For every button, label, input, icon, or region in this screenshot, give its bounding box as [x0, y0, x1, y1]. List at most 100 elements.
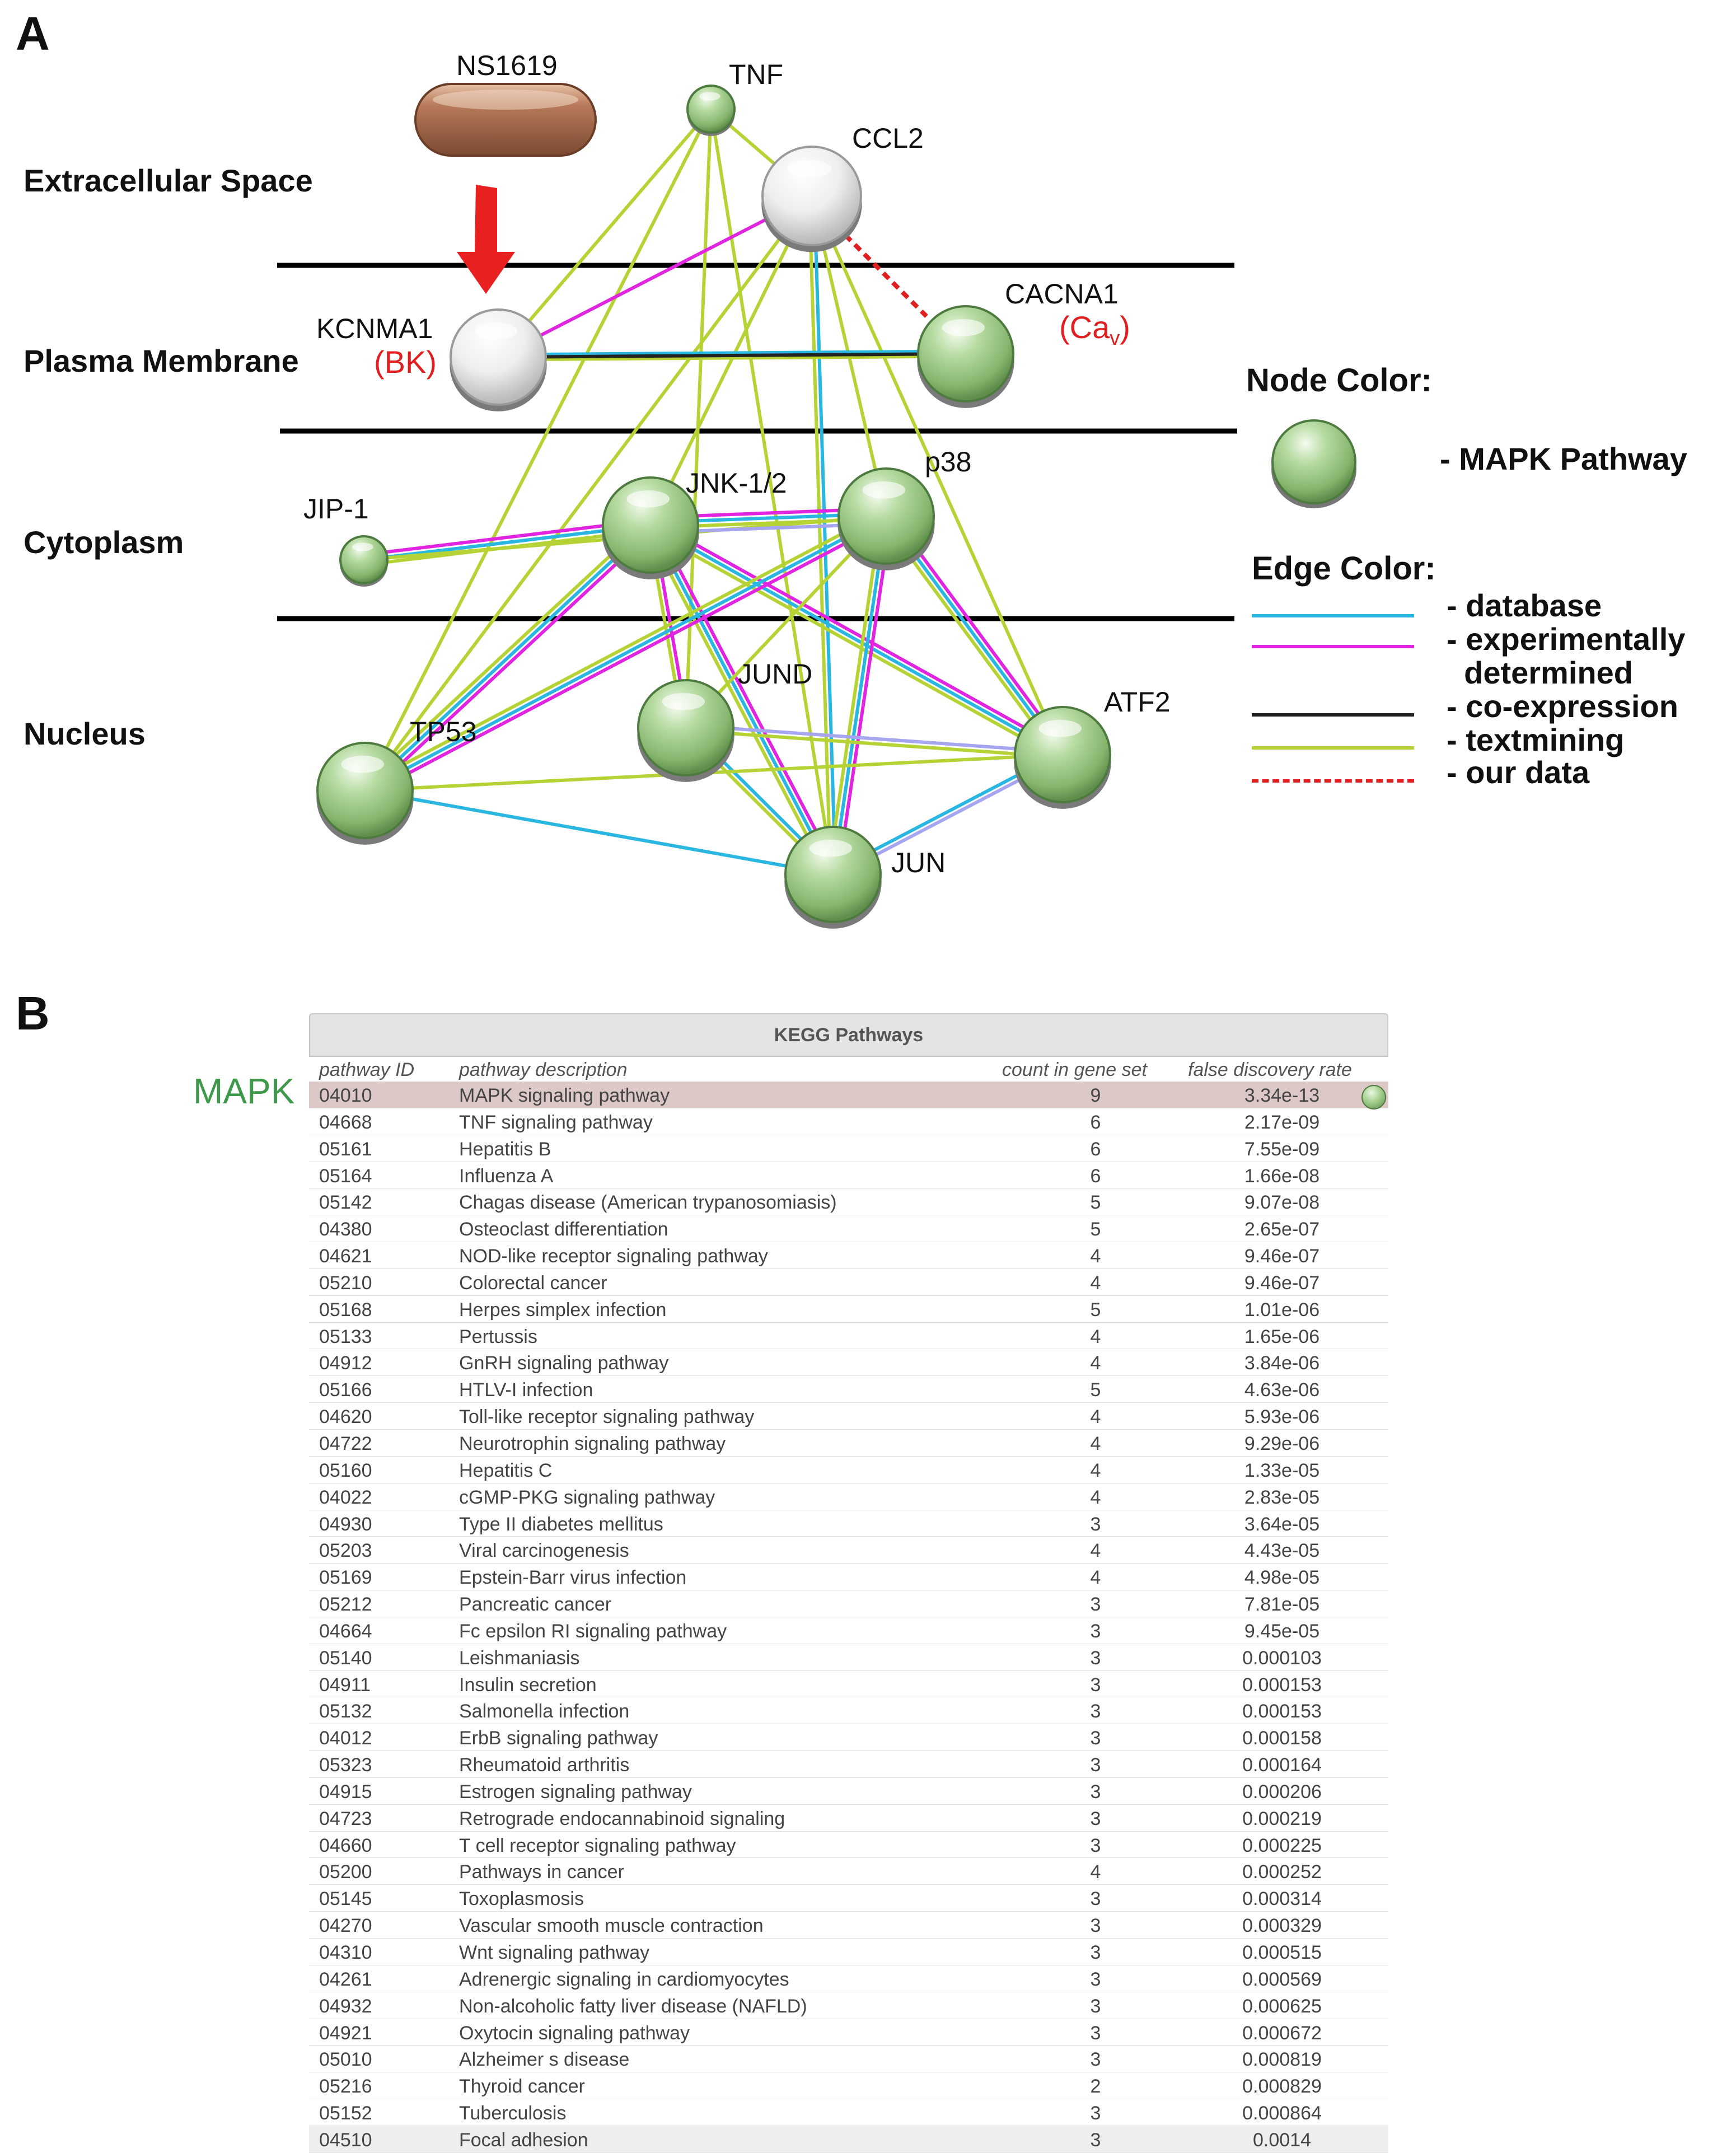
pathway-description: Alzheimer s disease	[459, 2049, 630, 2071]
fdr-value: 0.000103	[1242, 1647, 1322, 1669]
gene-count: 6	[1090, 1165, 1101, 1187]
pathway-id: 04664	[319, 1620, 372, 1642]
pathway-description: Oxytocin signaling pathway	[459, 2022, 690, 2044]
node-tp53	[316, 742, 414, 845]
gene-count: 4	[1090, 1540, 1101, 1562]
pathway-id: 04932	[319, 1995, 372, 2017]
pathway-description: Wnt signaling pathway	[459, 1942, 650, 1963]
pathway-id: 05152	[319, 2103, 372, 2124]
legend-edge-our-data: - our data	[1447, 755, 1590, 790]
pathway-id: 04911	[319, 1674, 371, 1696]
edge-ccl2-jun	[812, 195, 837, 874]
edge-jund-atf2	[685, 728, 1063, 759]
layer-dividers	[277, 263, 1237, 621]
fdr-value: 0.000329	[1242, 1915, 1322, 1937]
fdr-value: 2.65e-07	[1244, 1219, 1320, 1241]
gene-count: 3	[1090, 2129, 1101, 2151]
node-label-atf2: ATF2	[1104, 686, 1171, 718]
cav-subscript: v	[1110, 326, 1120, 350]
pathway-description: Vascular smooth muscle contraction	[459, 1915, 764, 1937]
pathway-id: 04010	[319, 1085, 372, 1106]
pathway-id: 05212	[319, 1594, 372, 1616]
pathway-id: 04621	[319, 1246, 372, 1267]
fdr-value: 0.000672	[1242, 2022, 1322, 2044]
gene-count: 4	[1090, 1459, 1101, 1481]
pathway-id: 05200	[319, 1861, 372, 1883]
edge-p38-tp53	[364, 514, 887, 792]
gene-count: 4	[1090, 1486, 1101, 1508]
node-label-cav: (Cav)	[1059, 309, 1130, 350]
edge-ccl2-atf2	[810, 195, 1064, 756]
fdr-value: 4.98e-05	[1244, 1567, 1320, 1589]
legend-mapk-node	[1271, 419, 1356, 508]
fdr-value: 4.63e-06	[1244, 1379, 1320, 1401]
gene-count: 3	[1090, 1888, 1101, 1910]
pathway-description: Neurotrophin signaling pathway	[459, 1433, 726, 1454]
pathway-id: 04723	[319, 1808, 372, 1829]
fdr-value: 9.45e-05	[1244, 1620, 1320, 1642]
gene-count: 4	[1090, 1272, 1101, 1294]
edge-p38-tp53	[366, 519, 890, 797]
pathway-id: 05010	[319, 2049, 372, 2071]
node-label-jnk: JNK-1/2	[686, 467, 787, 499]
pathway-id: 04668	[319, 1111, 372, 1133]
gene-count: 3	[1090, 1674, 1101, 1696]
table-row: 04620 Toll-like receptor signaling pathwa…	[309, 1403, 1388, 1430]
node-p38	[837, 467, 935, 570]
gene-count: 4	[1090, 1433, 1101, 1454]
pathway-id: 04620	[319, 1406, 372, 1428]
col-header-count: count in gene set	[1002, 1059, 1147, 1080]
fdr-value: 3.84e-06	[1244, 1352, 1320, 1374]
pathway-description: Hepatitis B	[459, 1138, 551, 1160]
pathway-description: HTLV-I infection	[459, 1379, 593, 1401]
pathway-description: Insulin secretion	[459, 1674, 597, 1696]
legend-edge-color-title: Edge Color:	[1252, 550, 1436, 587]
kegg-pathways-table: KEGG Pathways pathway ID pathway descrip…	[309, 1013, 1388, 2153]
gene-count: 3	[1090, 1647, 1101, 1669]
fdr-value: 0.000252	[1242, 1861, 1322, 1883]
fdr-value: 5.93e-06	[1244, 1406, 1320, 1428]
fdr-value: 0.000625	[1242, 1995, 1322, 2017]
pathway-description: Osteoclast differentiation	[459, 1219, 668, 1241]
edge-jnk-jun	[653, 522, 839, 873]
pathway-id: 05169	[319, 1567, 372, 1589]
fdr-value: 1.65e-06	[1244, 1326, 1320, 1347]
pathway-description: Pathways in cancer	[459, 1861, 624, 1883]
legend-edge-database: - database	[1447, 588, 1602, 623]
legend-edge-coexpression: - co-expression	[1447, 689, 1678, 724]
pathway-id: 05133	[319, 1326, 372, 1347]
node-label-bk: (BK)	[374, 344, 437, 380]
fdr-value: 9.29e-06	[1244, 1433, 1320, 1454]
fdr-value: 1.66e-08	[1244, 1165, 1320, 1187]
gene-count: 3	[1090, 1915, 1101, 1937]
pathway-description: Rheumatoid arthritis	[459, 1754, 630, 1776]
fdr-value: 0.000158	[1242, 1728, 1322, 1749]
edge-ccl2-kcnma1	[497, 194, 813, 359]
node-label-ccl2: CCL2	[852, 123, 924, 154]
fdr-value: 9.07e-08	[1244, 1192, 1320, 1214]
pathway-id: 04261	[319, 1968, 372, 1990]
node-label-jund: JUND	[738, 658, 813, 690]
layer-label-nucleus: Nucleus	[24, 716, 146, 751]
node-atf2	[1014, 706, 1111, 809]
pathway-description: Adrenergic signaling in cardiomyocytes	[459, 1968, 789, 1990]
node-label-jun: JUN	[891, 847, 946, 878]
pathway-id: 05140	[319, 1647, 372, 1669]
pathway-description: Focal adhesion	[459, 2129, 588, 2151]
pathway-description: Influenza A	[459, 1165, 554, 1187]
edge-ccl2-cacna1-our-data	[844, 233, 928, 318]
pathway-description: Toll-like receptor signaling pathway	[459, 1406, 755, 1428]
fdr-value: 0.000864	[1242, 2103, 1322, 2124]
